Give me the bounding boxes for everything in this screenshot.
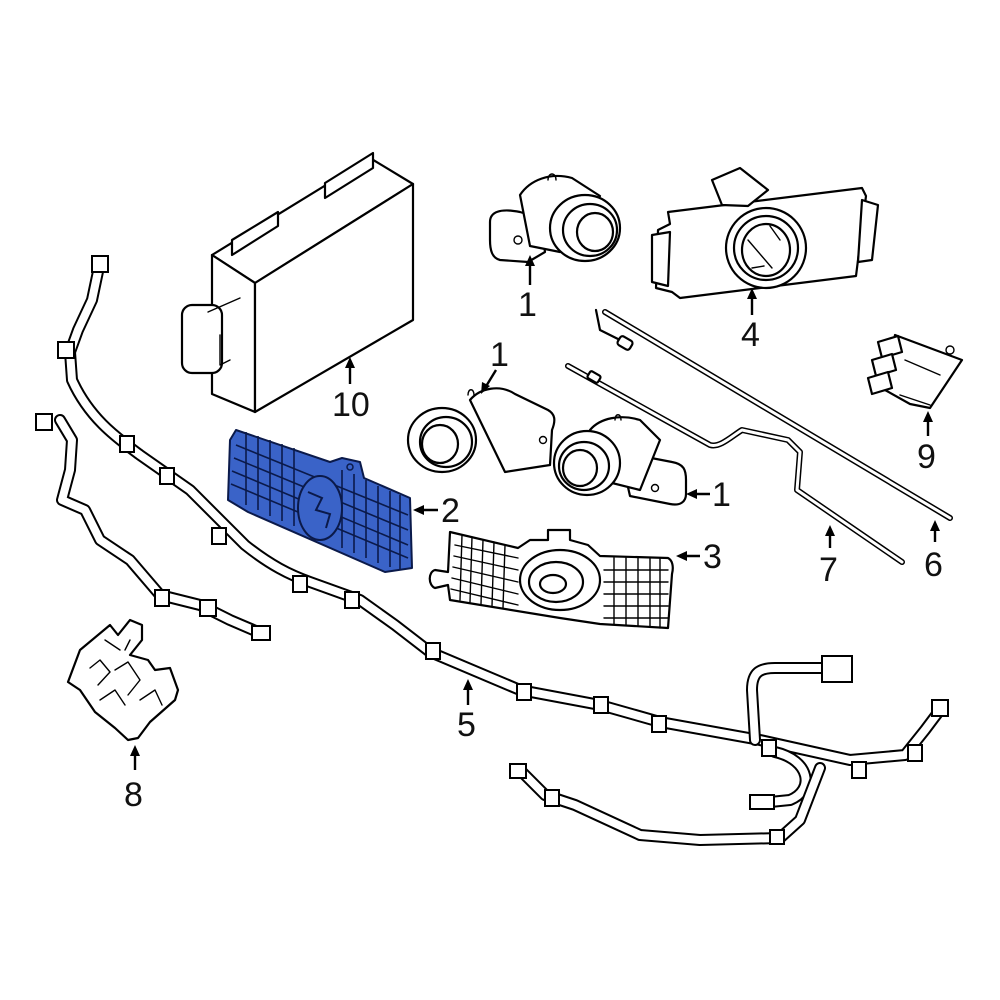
- callout-10[interactable]: 10: [332, 386, 370, 424]
- callout-7[interactable]: 7: [819, 551, 838, 589]
- connector-housing[interactable]: [66, 618, 180, 742]
- callout-arrows: [130, 255, 940, 770]
- callout-5[interactable]: 5: [457, 706, 476, 744]
- sensor-bracket-grid[interactable]: [428, 528, 674, 630]
- callout-1-right[interactable]: 1: [712, 476, 731, 514]
- callout-2[interactable]: 2: [441, 492, 460, 530]
- rod-long[interactable]: [594, 308, 953, 521]
- callout-4[interactable]: 4: [741, 316, 760, 354]
- relay-connector[interactable]: [866, 333, 964, 410]
- callout-3[interactable]: 3: [703, 538, 722, 576]
- parking-sensor-middle[interactable]: [406, 387, 556, 474]
- sensor-bracket-highlighted[interactable]: [227, 429, 413, 573]
- control-module[interactable]: [180, 151, 415, 414]
- callout-6[interactable]: 6: [924, 546, 943, 584]
- parking-sensor-top[interactable]: [488, 173, 622, 264]
- wiring-harness[interactable]: [35, 255, 949, 846]
- sensor-mount-plate[interactable]: [650, 166, 880, 300]
- rod-bent[interactable]: [565, 363, 905, 565]
- callout-9[interactable]: 9: [917, 438, 936, 476]
- callout-1-top[interactable]: 1: [518, 286, 537, 324]
- callout-8[interactable]: 8: [124, 776, 143, 814]
- callout-1-middle[interactable]: 1: [490, 336, 509, 374]
- parking-sensor-right[interactable]: [552, 414, 688, 506]
